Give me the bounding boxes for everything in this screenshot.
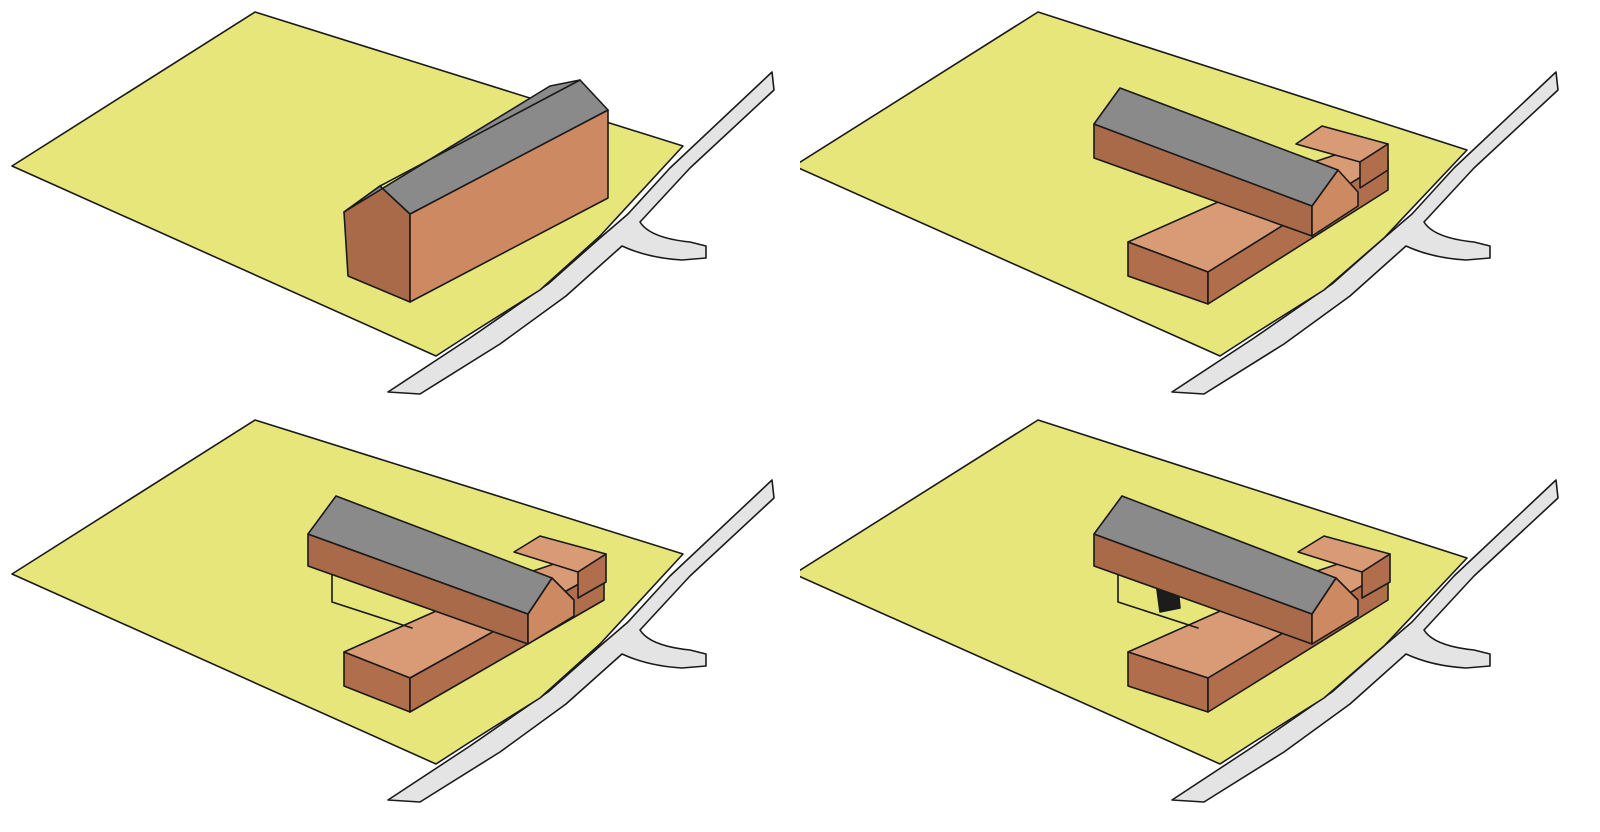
void-outline <box>331 567 413 629</box>
road <box>1171 71 1559 395</box>
road <box>1171 479 1559 803</box>
single-barn-volume-icon <box>11 11 775 395</box>
barn-roof <box>1093 87 1339 207</box>
site-plane <box>800 11 1468 357</box>
panel-step-4 <box>800 416 1600 832</box>
roof-ridge <box>379 79 581 187</box>
barn-with-cross-annex-icon <box>800 11 1559 395</box>
barn-with-annex-and-void-icon <box>11 419 775 803</box>
barn-roof <box>1093 495 1337 615</box>
barn-with-annex-and-shadowed-void-icon <box>800 419 1559 803</box>
panel-step-2 <box>800 0 1600 416</box>
annex-rear-side <box>1361 553 1391 599</box>
site-plane <box>11 11 684 357</box>
road <box>387 479 775 803</box>
site-plane <box>11 419 684 765</box>
void-outline <box>1117 567 1199 629</box>
road <box>387 71 775 395</box>
annex-rear-side <box>1359 143 1389 189</box>
barn-roof <box>307 495 553 615</box>
panel-step-3 <box>0 416 800 832</box>
panel-step-1 <box>0 0 800 416</box>
annex-rear-side <box>577 553 607 599</box>
site-plane <box>800 419 1468 765</box>
